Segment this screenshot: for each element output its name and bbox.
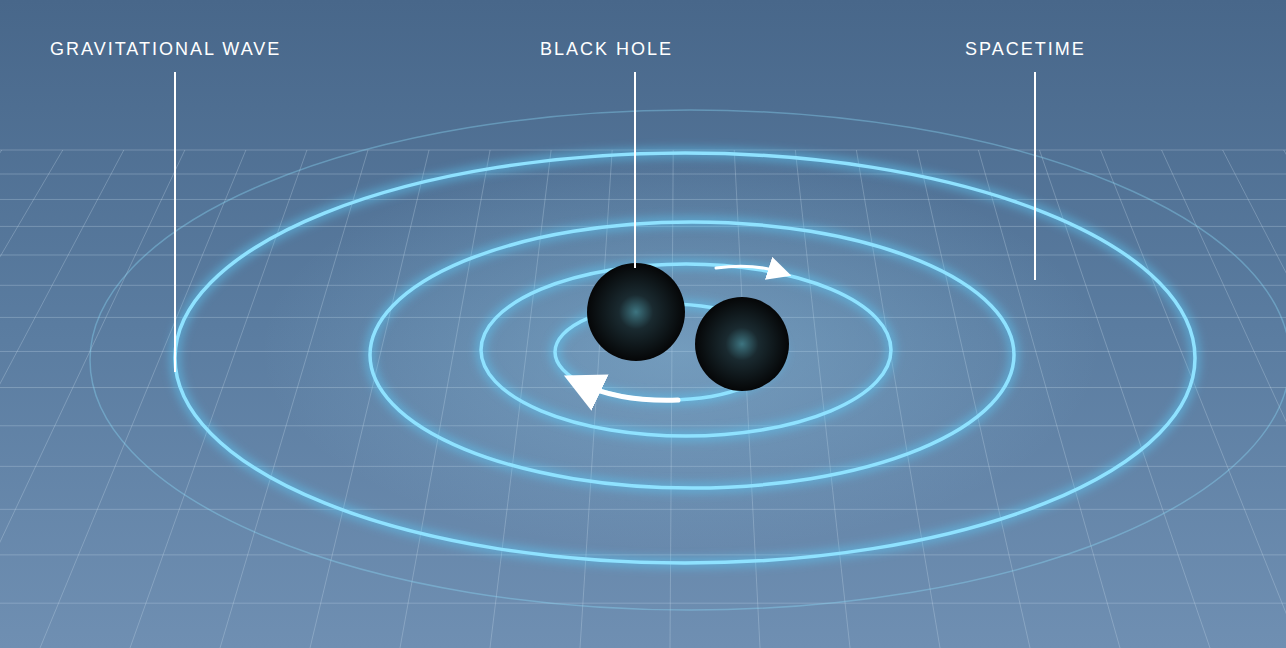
- label: GRAVITATIONAL WAVE: [50, 38, 281, 60]
- spacetime-grid: [0, 150, 1286, 648]
- label: SPACETIME: [965, 38, 1086, 60]
- wave-rings: [90, 110, 1286, 610]
- black-holes: [587, 263, 789, 391]
- leader-lines: [175, 72, 1035, 372]
- label: BLACK HOLE: [540, 38, 673, 60]
